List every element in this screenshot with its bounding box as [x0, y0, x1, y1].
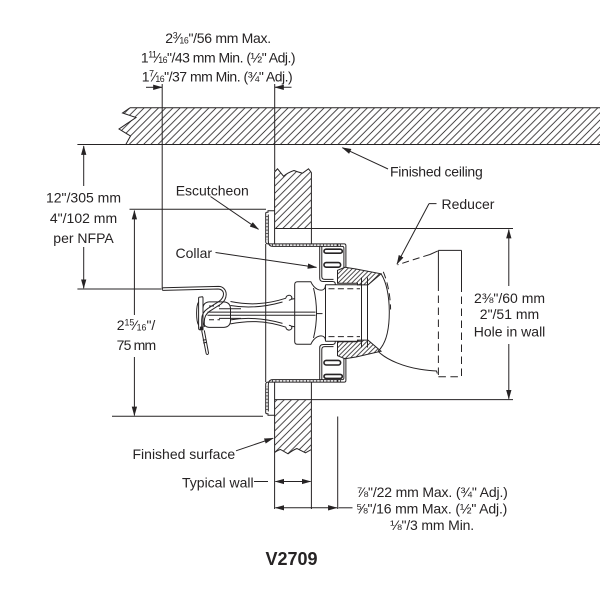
svg-text:215⁄16"/: 215⁄16"/ [117, 317, 156, 333]
svg-text:2"/51 mm: 2"/51 mm [480, 306, 539, 322]
svg-text:Escutcheon: Escutcheon [176, 183, 249, 199]
svg-text:111⁄16"/43 mm Min. (½" Adj.): 111⁄16"/43 mm Min. (½" Adj.) [141, 49, 295, 65]
svg-text:75 mm: 75 mm [117, 337, 156, 353]
svg-text:per NFPA: per NFPA [53, 230, 114, 246]
svg-text:⅛"/3 mm Min.: ⅛"/3 mm Min. [390, 517, 474, 533]
svg-text:2⅜"/60 mm: 2⅜"/60 mm [474, 290, 545, 306]
svg-text:17⁄16"/37 mm Min. (¾" Adj.): 17⁄16"/37 mm Min. (¾" Adj.) [142, 68, 292, 84]
svg-text:⅝"/16 mm Max. (½" Adj.): ⅝"/16 mm Max. (½" Adj.) [356, 501, 507, 517]
svg-text:Hole in wall: Hole in wall [474, 324, 546, 340]
svg-text:4"/102 mm: 4"/102 mm [50, 210, 117, 226]
svg-text:Finished surface: Finished surface [133, 446, 236, 462]
svg-text:V2709: V2709 [265, 549, 317, 569]
svg-text:⅞"/22 mm Max. (¾" Adj.): ⅞"/22 mm Max. (¾" Adj.) [357, 484, 508, 500]
svg-text:Reducer: Reducer [442, 196, 495, 212]
svg-text:12"/305 mm: 12"/305 mm [46, 189, 121, 205]
svg-text:Typical wall: Typical wall [182, 475, 254, 491]
svg-text:Finished ceiling: Finished ceiling [390, 164, 483, 180]
svg-text:23⁄16"/56 mm Max.: 23⁄16"/56 mm Max. [165, 30, 271, 46]
svg-text:Collar: Collar [176, 245, 213, 261]
